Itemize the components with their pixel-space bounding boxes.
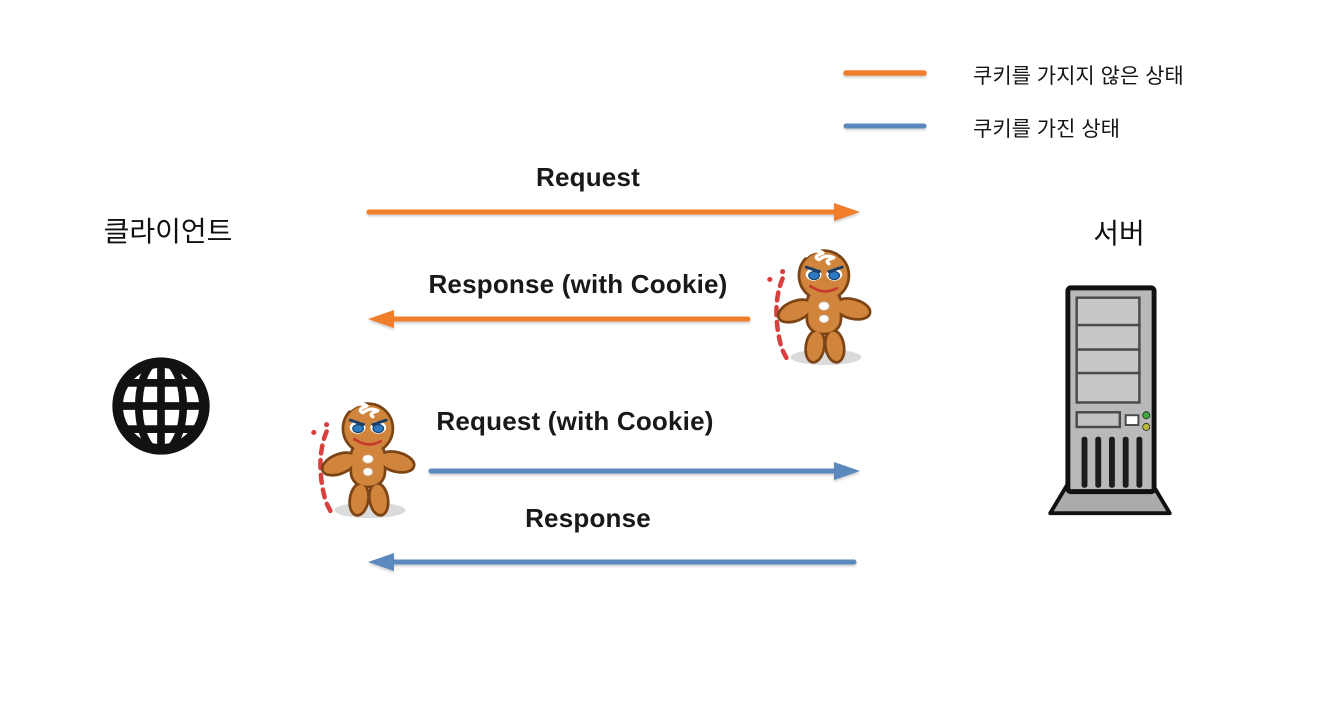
request-with-cookie-arrow [428, 462, 860, 480]
gingerbread-cookie-icon [762, 246, 877, 368]
globe-icon [112, 357, 210, 455]
gingerbread-cookie-icon [306, 399, 421, 521]
legend-line-without-cookie [843, 70, 927, 76]
legend-label-without-cookie: 쿠키를 가지지 않은 상태 [973, 65, 1184, 88]
client-label: 클라이언트 [103, 216, 233, 247]
response-label: Response [525, 503, 651, 533]
server-tower-icon [1048, 285, 1172, 516]
request-label: Request [536, 162, 640, 192]
response-with-cookie-label: Response (with Cookie) [428, 269, 728, 299]
response-arrow [368, 553, 857, 571]
request-with-cookie-label: Request (with Cookie) [436, 406, 714, 436]
legend-line-with-cookie [843, 123, 927, 129]
legend-label-with-cookie: 쿠키를 가진 상태 [973, 118, 1120, 141]
server-label: 서버 [1093, 218, 1145, 249]
request-arrow [366, 203, 860, 221]
response-with-cookie-arrow [368, 310, 751, 328]
